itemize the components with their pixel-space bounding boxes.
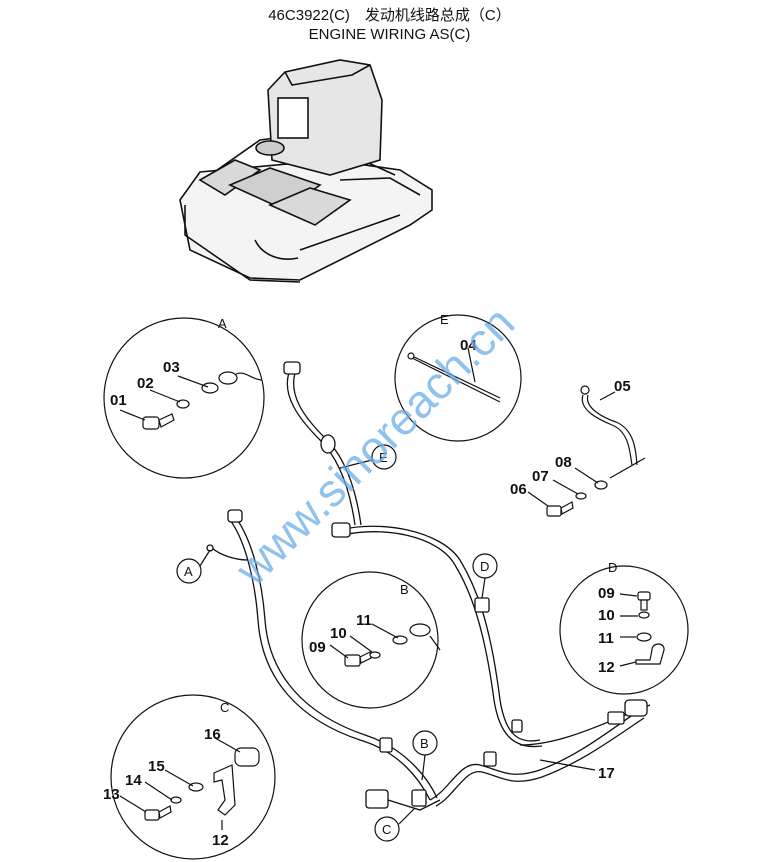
drawing-title-en: ENGINE WIRING AS(C) [308, 26, 471, 43]
detail-B-parts [329, 623, 441, 667]
part-label-13: 13 [103, 786, 120, 803]
part-label-16: 16 [204, 726, 221, 743]
part-label-17: 17 [598, 765, 615, 782]
part-label-12-C: 12 [212, 832, 229, 849]
bolt-washer-set [527, 457, 646, 517]
callout-C: C [374, 807, 416, 842]
ground-cable [580, 385, 638, 466]
detail-E-cable-tie [407, 347, 501, 403]
callout-letter-A: A [184, 564, 193, 579]
detail-letter-B: B [400, 582, 409, 597]
callout-E: E [339, 444, 397, 470]
part-label-05: 05 [614, 378, 631, 395]
callout-letter-E: E [379, 450, 388, 465]
part-label-07: 07 [532, 468, 549, 485]
detail-letter-A: A [218, 316, 227, 331]
part-label-01: 01 [110, 392, 127, 409]
drawing-title-cn: 46C3922(C) 发动机线路总成（C） [268, 7, 511, 24]
part-label-11-D: 11 [598, 630, 614, 647]
part-label-03: 03 [163, 359, 180, 376]
part-label-11-B: 11 [356, 612, 372, 629]
callout-B: B [412, 730, 438, 781]
part-label-14: 14 [125, 772, 142, 789]
excavator-illustration [179, 59, 433, 283]
detail-circle-B [301, 571, 439, 709]
engine-wiring-harness [206, 361, 651, 811]
detail-circle-C [110, 694, 276, 860]
part-label-12-D: 12 [598, 659, 615, 676]
part-label-15: 15 [148, 758, 165, 775]
part-label-09-D: 09 [598, 585, 615, 602]
watermark-text: www.sinoreach.cn [225, 296, 525, 596]
part-label-04: 04 [460, 337, 477, 354]
part-label-10-D: 10 [598, 607, 615, 624]
part-label-06: 06 [510, 481, 527, 498]
callout-letter-D: D [480, 559, 489, 574]
part-label-08: 08 [555, 454, 572, 471]
detail-A-parts [119, 371, 263, 430]
callout-A: A [176, 549, 211, 584]
callout-D: D [472, 553, 498, 599]
detail-circle-E [394, 314, 522, 442]
detail-D-parts [619, 591, 665, 667]
detail-letter-E: E [440, 312, 449, 327]
detail-circle-A [103, 317, 265, 479]
part-label-09-B: 09 [309, 639, 326, 656]
callout-letter-C: C [382, 822, 391, 837]
part-label-02: 02 [137, 375, 154, 392]
detail-letter-C: C [220, 700, 229, 715]
detail-circle-D [559, 565, 689, 695]
callout-letter-B: B [420, 736, 429, 751]
detail-letter-D: D [608, 560, 617, 575]
part-label-10-B: 10 [330, 625, 347, 642]
detail-C-parts [119, 737, 260, 830]
